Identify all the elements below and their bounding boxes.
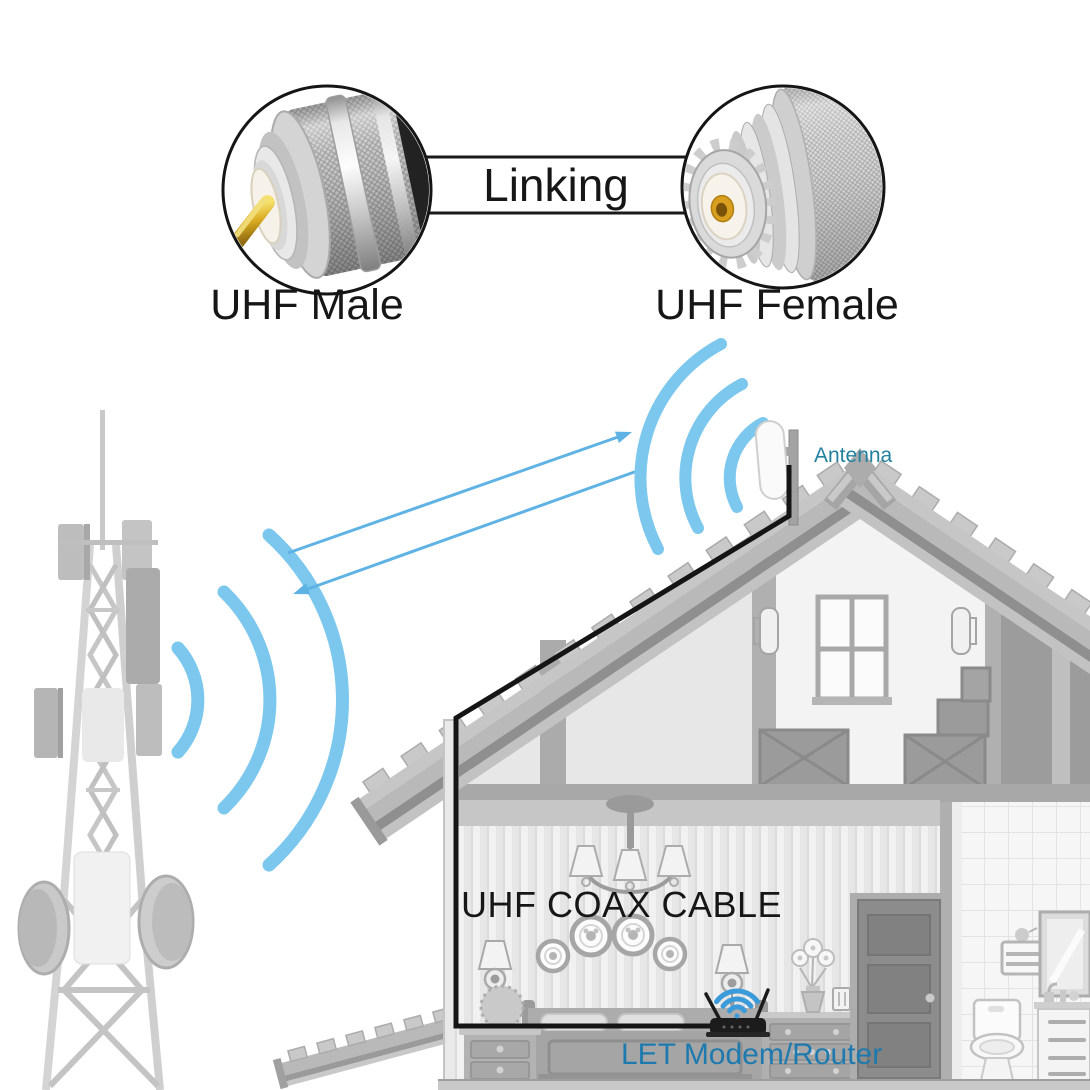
coax-cable-line [453, 465, 792, 1029]
chandelier [568, 795, 692, 894]
nightstand [459, 984, 541, 1082]
light-switch [832, 987, 851, 1011]
dresser [757, 1012, 867, 1080]
potted-plant [479, 984, 525, 1030]
door-knob [925, 993, 935, 1003]
modem-router-label: LET Modem/Router [621, 1038, 883, 1071]
wall-sconce-right [714, 944, 750, 1010]
gable-sconce-right [951, 607, 977, 655]
gable-window [812, 594, 892, 705]
house [350, 420, 1090, 1090]
tower-equipment-box [82, 688, 124, 762]
tower-panel-antenna [122, 520, 152, 580]
antenna-panel [754, 420, 790, 500]
flower-vase [791, 938, 835, 1013]
attic-post [985, 598, 1001, 786]
uhf-male-photo [221, 84, 433, 296]
connector-cable-end [388, 95, 429, 247]
linking-label: Linking [483, 159, 629, 211]
roof-right [836, 459, 1090, 682]
uplink-arrow-icon [287, 431, 632, 555]
tower-panel-antenna [58, 524, 84, 580]
antenna-label: Antenna [814, 444, 893, 467]
floor-line [438, 1080, 1090, 1090]
tower-signal-waves-icon [171, 528, 349, 872]
downlink-arrow-icon [293, 468, 641, 595]
uhf-female-photo [680, 84, 886, 290]
ridge-cap [823, 448, 897, 511]
linking-connector-box [396, 155, 716, 215]
crown-teeth [684, 138, 777, 270]
gable-sconce-left [753, 607, 779, 655]
tower-panel-antenna [126, 568, 160, 684]
attic-boxes [758, 666, 992, 790]
room-divider-wall [940, 802, 952, 1080]
wall-sconce-left [477, 940, 513, 1006]
wall-plates [535, 913, 688, 974]
tower-spike [100, 410, 105, 550]
roof-left [350, 460, 884, 846]
interior-door [850, 893, 942, 1082]
coax-cable-label: UHF COAX CABLE [461, 884, 783, 925]
uhf-male-label: UHF Male [210, 281, 404, 329]
room-divider-trim [952, 802, 962, 1080]
wifi-icon [714, 988, 760, 1019]
router-antennas [704, 988, 770, 1022]
cell-tower [17, 410, 195, 1090]
antenna-signal-waves-icon [634, 338, 769, 555]
bathroom-shelf [1000, 927, 1046, 976]
bathroom-mirror [1038, 910, 1090, 998]
center-pin [227, 195, 275, 252]
attic-floor-beam [448, 784, 1090, 802]
outdoor-antenna [754, 420, 799, 526]
tower-equipment-box [73, 851, 131, 965]
uhf-female-label: UHF Female [655, 281, 899, 329]
wifi-router [704, 988, 770, 1037]
bed [522, 1000, 768, 1082]
porch-eave [272, 1006, 470, 1090]
bathroom-vanity [1034, 982, 1090, 1081]
